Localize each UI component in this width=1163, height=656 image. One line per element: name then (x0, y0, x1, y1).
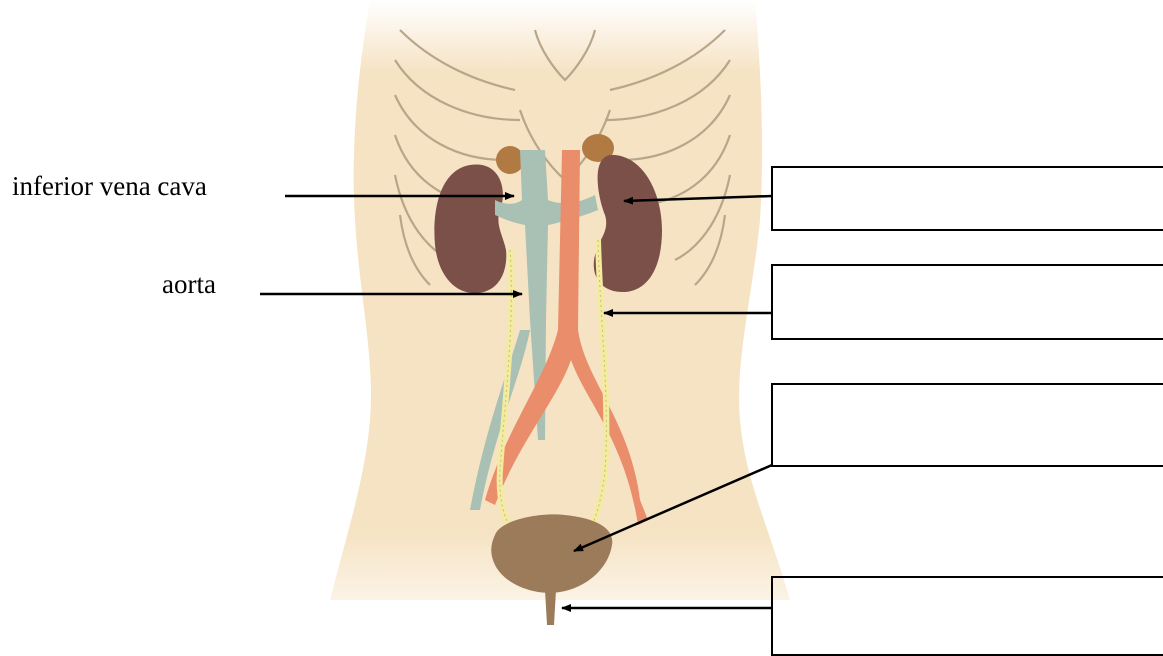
answer-box-kidney[interactable] (771, 166, 1163, 231)
label-aorta: aorta (162, 271, 216, 298)
left-adrenal-gland (496, 146, 524, 174)
left-kidney (434, 164, 506, 293)
answer-box-urethra[interactable] (771, 576, 1163, 656)
answer-box-ureter[interactable] (771, 264, 1163, 340)
label-inferior-vena-cava: inferior vena cava (12, 173, 207, 200)
answer-box-bladder[interactable] (771, 383, 1163, 467)
